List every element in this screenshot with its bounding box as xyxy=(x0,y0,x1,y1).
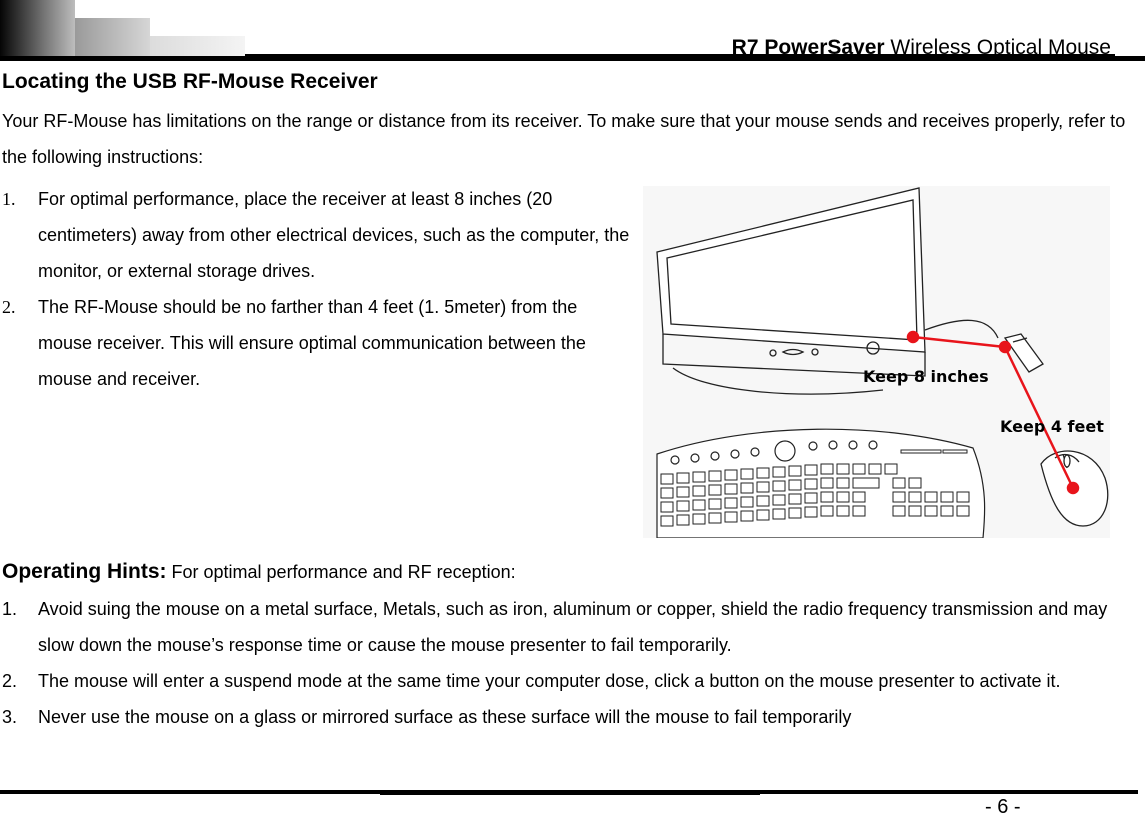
product-brand: R7 PowerSaver xyxy=(731,36,885,59)
item-number: 1. xyxy=(2,599,18,619)
item-text: The RF-Mouse should be no farther than 4… xyxy=(38,297,586,389)
footer-rule xyxy=(0,790,1138,794)
hint-item: 2. The mouse will enter a suspend mode a… xyxy=(2,663,1142,699)
instruction-item: 2. The RF-Mouse should be no farther tha… xyxy=(2,289,632,397)
header-rule xyxy=(0,56,1145,61)
hints-list: 1. Avoid suing the mouse on a metal surf… xyxy=(2,591,1142,735)
item-number: 2. xyxy=(2,671,18,691)
item-number: 1. xyxy=(2,189,16,209)
item-number: 2. xyxy=(2,297,16,317)
item-text: Avoid suing the mouse on a metal surface… xyxy=(38,599,1108,655)
keep-4-feet-label: Keep 4 feet xyxy=(1000,417,1104,436)
header-gradient-decoration xyxy=(0,0,245,58)
item-text: Never use the mouse on a glass or mirror… xyxy=(38,707,852,727)
instruction-list: 1. For optimal performance, place the re… xyxy=(2,181,632,397)
keyboard-drawing xyxy=(656,428,986,538)
operating-hints-heading: Operating Hints: xyxy=(2,560,167,583)
hint-item: 1. Avoid suing the mouse on a metal surf… xyxy=(2,591,1142,663)
page-number: - 6 - xyxy=(985,796,1021,818)
document-header-title: R7 PowerSaver Wireless Optical Mouse xyxy=(732,36,1111,60)
operating-hints-subheading: For optimal performance and RF reception… xyxy=(166,562,516,582)
product-name: Wireless Optical Mouse xyxy=(884,36,1111,59)
instruction-item: 1. For optimal performance, place the re… xyxy=(2,181,632,289)
item-text: The mouse will enter a suspend mode at t… xyxy=(38,671,1061,691)
receiver-placement-illustration: Keep 8 inches Keep 4 feet xyxy=(643,186,1110,538)
intro-paragraph: Your RF-Mouse has limitations on the ran… xyxy=(2,111,1126,167)
operating-hints-heading-line: Operating Hints: For optimal performance… xyxy=(2,555,1142,591)
footer-rule-thin xyxy=(380,794,760,795)
item-text: For optimal performance, place the recei… xyxy=(38,189,630,281)
monitor-drawing xyxy=(656,187,1044,395)
keep-8-inches-label: Keep 8 inches xyxy=(863,367,989,386)
hint-item: 3. Never use the mouse on a glass or mir… xyxy=(2,699,1142,735)
distance-indicator xyxy=(906,330,1080,495)
operating-hints-section: Operating Hints: For optimal performance… xyxy=(2,555,1142,735)
header-rule-thin xyxy=(245,54,1115,56)
section-title: Locating the USB RF-Mouse Receiver xyxy=(2,70,378,93)
item-number: 3. xyxy=(2,707,18,727)
